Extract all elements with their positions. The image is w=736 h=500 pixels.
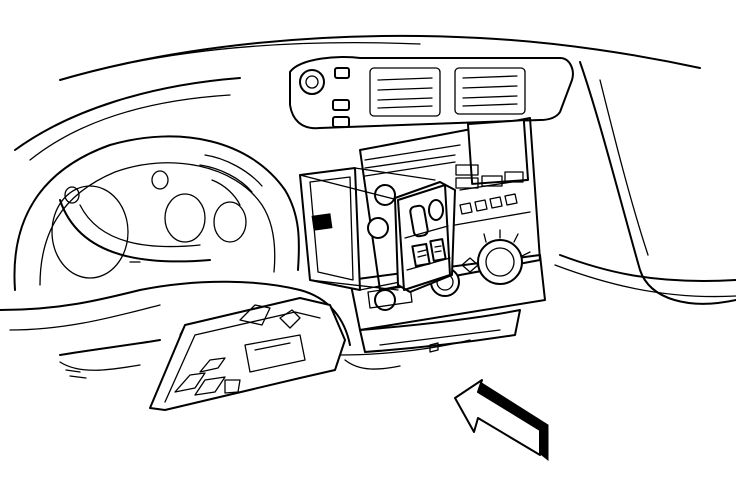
hvac-controls <box>339 229 546 370</box>
center-air-vents <box>289 55 574 130</box>
dash-top-outline <box>14 34 736 305</box>
switch-bezel-opening <box>299 167 361 291</box>
switch-module <box>394 181 456 293</box>
knee-bolster-panel <box>149 297 346 411</box>
instrument-cluster-bezel <box>13 135 300 291</box>
module-guide-lines <box>299 167 436 291</box>
direction-arrow-icon <box>454 379 549 462</box>
